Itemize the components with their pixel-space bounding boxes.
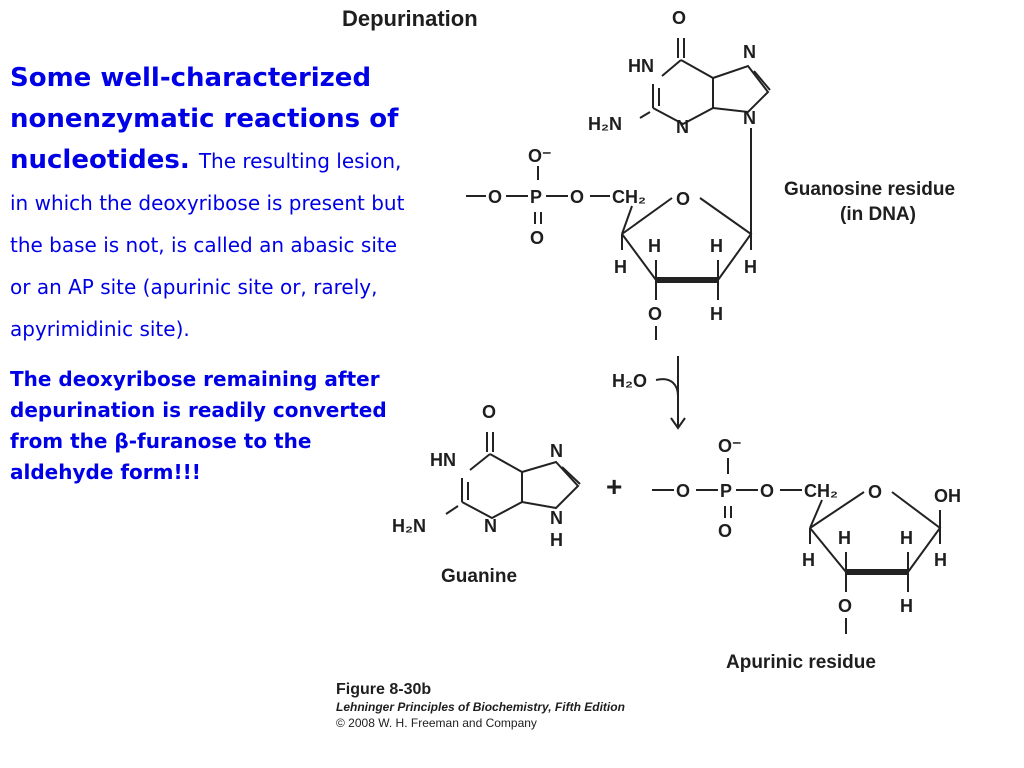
atom-h: H bbox=[710, 236, 723, 256]
guanosine-residue-label: Guanosine residue bbox=[784, 179, 955, 200]
atom-o: O bbox=[838, 596, 852, 616]
atom-h: H bbox=[648, 236, 661, 256]
guanine-base-top: O HN H₂N N N N bbox=[588, 8, 771, 234]
book-title: Lehninger Principles of Biochemistry, Fi… bbox=[336, 700, 625, 714]
figure-number: Figure 8-30b bbox=[336, 681, 432, 698]
atom-n: N bbox=[743, 42, 756, 62]
diagram-title: Depurination bbox=[342, 6, 478, 31]
atom-o: O bbox=[648, 304, 662, 324]
atom-p: P bbox=[530, 187, 542, 207]
atom-hn: HN bbox=[628, 56, 654, 76]
atom-n: N bbox=[743, 108, 756, 128]
atom-oh: OH bbox=[934, 486, 961, 506]
deoxyribose-top: O H H H H O H bbox=[614, 189, 757, 340]
atom-h: H bbox=[550, 530, 563, 550]
reaction-arrow: H₂O bbox=[612, 356, 686, 430]
atom-p: P bbox=[720, 481, 732, 501]
atom-h2n: H₂N bbox=[392, 516, 426, 536]
paragraph2-text: The deoxyribose remaining after depurina… bbox=[10, 367, 387, 484]
atom-h: H bbox=[934, 550, 947, 570]
atom-o: O bbox=[672, 8, 686, 28]
guanine-label: Guanine bbox=[441, 566, 517, 587]
copyright-notice: © 2008 W. H. Freeman and Company bbox=[336, 716, 537, 730]
figure-caption: Figure 8-30b Lehninger Principles of Bio… bbox=[336, 680, 625, 731]
explanation-text: Some well-characterized nonenzymatic rea… bbox=[10, 58, 410, 488]
atom-o: O bbox=[482, 402, 496, 422]
atom-n: N bbox=[550, 508, 563, 528]
atom-n: N bbox=[550, 441, 563, 461]
atom-ch2: CH₂ bbox=[804, 481, 838, 501]
atom-ch2: CH₂ bbox=[612, 187, 646, 207]
atom-h: H bbox=[838, 528, 851, 548]
deoxyribose-bottom: O OH H H H H O H bbox=[802, 482, 961, 634]
headline-paragraph: Some well-characterized nonenzymatic rea… bbox=[10, 58, 410, 350]
atom-o: O bbox=[676, 189, 690, 209]
atom-o: O bbox=[676, 481, 690, 501]
apurinic-residue-label: Apurinic residue bbox=[726, 652, 876, 673]
atom-h: H bbox=[802, 550, 815, 570]
atom-h: H bbox=[900, 596, 913, 616]
atom-h2n: H₂N bbox=[588, 114, 622, 134]
atom-h: H bbox=[744, 257, 757, 277]
atom-n: N bbox=[484, 516, 497, 536]
guanosine-residue-label-sub: (in DNA) bbox=[840, 204, 916, 225]
paragraph1-tail: The resulting lesion, in which the deoxy… bbox=[10, 149, 405, 341]
plus-sign: + bbox=[606, 471, 622, 502]
atom-o: O bbox=[718, 521, 732, 541]
atom-o: O bbox=[760, 481, 774, 501]
atom-h: H bbox=[900, 528, 913, 548]
atom-o-minus: O⁻ bbox=[528, 146, 552, 166]
atom-o: O bbox=[488, 187, 502, 207]
phosphate-bottom: O P O CH₂ O⁻ O bbox=[652, 436, 838, 541]
reagent-label: H₂O bbox=[612, 371, 647, 391]
atom-h: H bbox=[710, 304, 723, 324]
headline-text: Some well-characterized nonenzymatic rea… bbox=[10, 63, 399, 175]
atom-o: O bbox=[530, 228, 544, 248]
atom-n: N bbox=[676, 117, 689, 137]
atom-o-minus: O⁻ bbox=[718, 436, 742, 456]
atom-hn: HN bbox=[430, 450, 456, 470]
atom-h: H bbox=[614, 257, 627, 277]
phosphate-top: O P O CH₂ O⁻ O bbox=[466, 146, 646, 248]
atom-o: O bbox=[868, 482, 882, 502]
atom-o: O bbox=[570, 187, 584, 207]
guanine-product: O HN H₂N N N N H bbox=[392, 402, 581, 550]
